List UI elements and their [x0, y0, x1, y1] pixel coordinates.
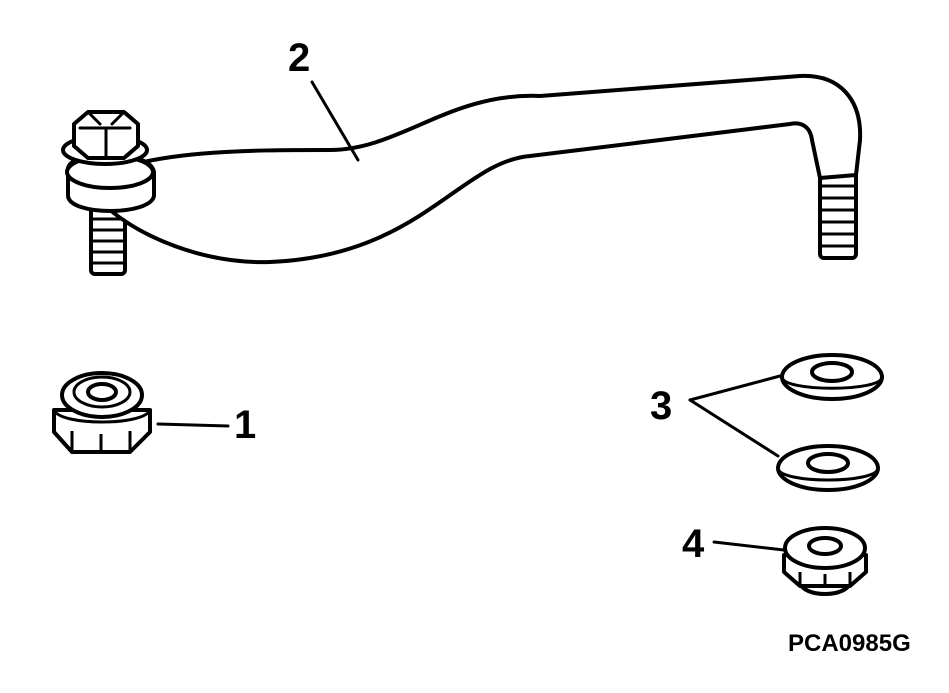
- right-threaded-stud: [818, 170, 858, 260]
- callout-part-2: 2: [288, 36, 311, 80]
- leader-line-1: [156, 422, 230, 428]
- leader-line-3-upper: [688, 374, 782, 402]
- leader-lines: [156, 80, 786, 552]
- figure-id: PCA0985G: [788, 630, 911, 657]
- leader-line-4: [712, 540, 786, 552]
- tie-bar-part-2: [61, 73, 863, 276]
- callout-part-3: 3: [650, 384, 673, 428]
- tie-bar-body: [94, 73, 863, 265]
- leader-line-2: [310, 80, 360, 162]
- callout-part-4: 4: [682, 522, 705, 566]
- hex-nut-part-1: [52, 371, 152, 454]
- washer-lower-part-3: [776, 444, 880, 492]
- hex-nut-part-4: [782, 526, 868, 596]
- leader-line-3-lower: [688, 398, 780, 458]
- hex-bolt-head: [72, 110, 140, 160]
- washer-upper-part-3: [780, 353, 884, 401]
- callout-part-1: 1: [234, 403, 257, 447]
